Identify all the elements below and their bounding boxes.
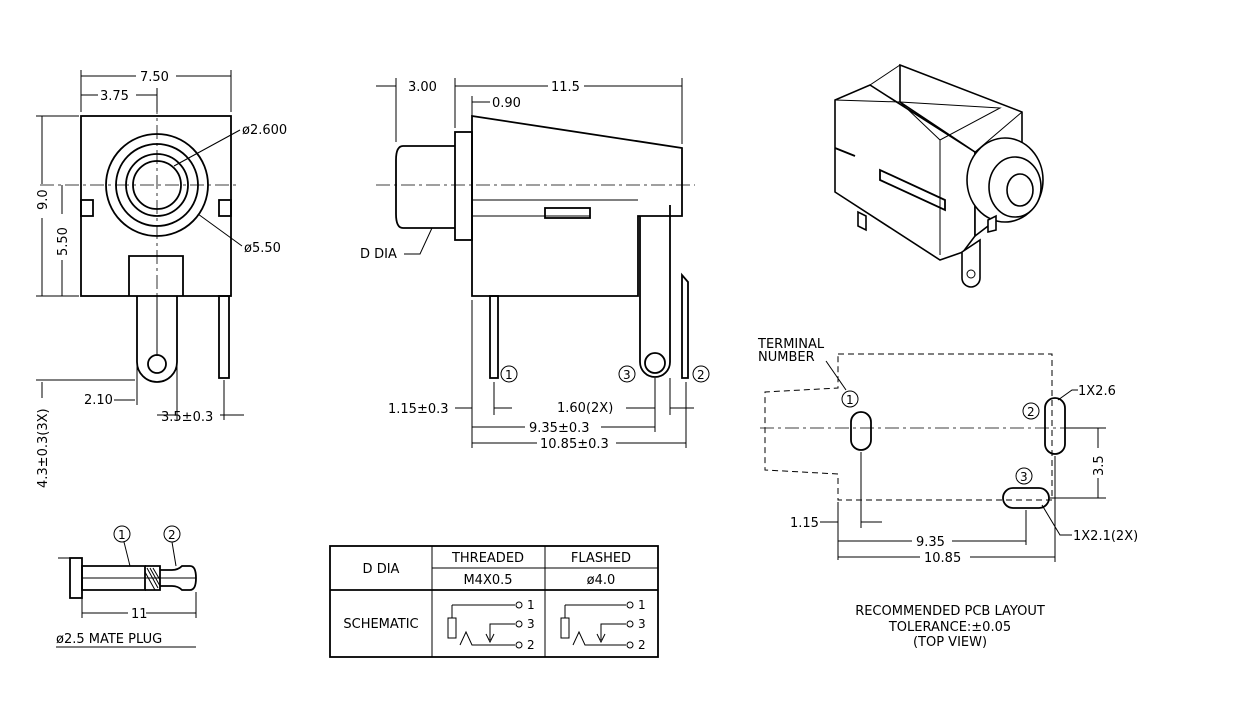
front-view: 7.50 3.75 9.0 5.50 ø2.600 ø5.50 4.3±0.3(… xyxy=(36,70,287,488)
pin-1 xyxy=(489,295,499,379)
plug-handle xyxy=(69,557,83,599)
iso-slot xyxy=(879,168,946,212)
pad-1 xyxy=(850,411,872,451)
mate-plug: 1 2 11 ø2.5 MATE PLUG xyxy=(56,525,197,648)
dim-inner-diameter: ø2.600 xyxy=(242,123,287,138)
dim-height: 9.0 xyxy=(36,189,51,210)
isometric-view xyxy=(834,63,1044,288)
dim-pin-length: 4.3±0.3(3X) xyxy=(36,408,51,488)
dim-side-pin2: 10.85±0.3 xyxy=(540,437,609,452)
terminal-tab-top xyxy=(128,255,184,296)
iso-top-recess xyxy=(898,101,1002,141)
dim-side-pin1-offset: 1.15±0.3 xyxy=(388,402,449,417)
pcb-terminal-1: 1 xyxy=(846,393,854,407)
table-flashed-value: ø4.0 xyxy=(587,573,616,588)
terminal-hole xyxy=(147,354,167,374)
terminal-label-2: NUMBER xyxy=(758,350,815,365)
dim-body-length: 11.5 xyxy=(551,80,580,95)
dim-outer-diameter: ø5.50 xyxy=(244,241,281,256)
side-flange xyxy=(454,131,473,241)
dim-pad-small: 1X2.1(2X) xyxy=(1073,529,1138,544)
side-view: 1 3 2 3.00 11.5 0.90 D DIA 1.15±0.3 1 xyxy=(360,78,710,452)
pcb-layout: 1 2 3 TERMINAL NUMBER 1X2.6 1X2.1(2X) 3.… xyxy=(757,337,1138,650)
dim-vertical-offset: 3.5 xyxy=(1092,455,1107,476)
dim-flange: 0.90 xyxy=(492,96,521,111)
sch-a-pin-2: 2 xyxy=(527,638,535,652)
dim-half-width: 3.75 xyxy=(100,89,129,104)
plug-label-2: 2 xyxy=(168,528,176,542)
pcb-terminal-3: 3 xyxy=(1020,470,1028,484)
dim-pin-offset: 2.10 xyxy=(84,393,113,408)
plug-label-1: 1 xyxy=(118,528,126,542)
table-schematic: SCHEMATIC xyxy=(343,617,418,632)
terminal-label-1: TERMINAL xyxy=(757,337,825,352)
dim-pad-large: 1X2.6 xyxy=(1078,384,1116,399)
side-terminal-3: 3 xyxy=(623,368,631,382)
pcb-caption-3: (TOP VIEW) xyxy=(913,635,987,650)
side-slot xyxy=(544,207,591,219)
front-body-outline xyxy=(80,115,232,297)
pad-2 xyxy=(1044,397,1066,455)
schematic-threaded: 1 3 2 xyxy=(447,598,535,652)
sch-b-pin-1: 1 xyxy=(638,598,646,612)
terminal-tab xyxy=(136,296,178,383)
sch-a-pin-1: 1 xyxy=(527,598,535,612)
dim-side-pin3: 9.35±0.3 xyxy=(529,421,590,436)
plug-caption: ø2.5 MATE PLUG xyxy=(56,632,162,647)
iso-barrel-bore xyxy=(1006,173,1034,207)
side-terminal-1: 1 xyxy=(505,368,513,382)
table-d-dia: D DIA xyxy=(363,562,400,577)
dim-pcb-pin2: 10.85 xyxy=(924,551,961,566)
dim-plug-length: 11 xyxy=(131,607,148,622)
dim-pcb-pin3: 9.35 xyxy=(916,535,945,550)
pin-2 xyxy=(681,272,689,379)
left-notch xyxy=(80,199,94,217)
table-col-threaded: THREADED xyxy=(451,551,524,566)
sch-b-pin-2: 2 xyxy=(638,638,646,652)
pad-3 xyxy=(1002,487,1050,509)
side-nose xyxy=(395,145,455,229)
right-pin xyxy=(218,295,230,379)
table-threaded-value: M4X0.5 xyxy=(463,573,512,588)
sch-a-pin-3: 3 xyxy=(527,617,535,631)
iso-terminal xyxy=(961,238,981,288)
spec-table: D DIA THREADED FLASHED M4X0.5 ø4.0 SCHEM… xyxy=(329,545,659,658)
dim-width: 7.50 xyxy=(140,70,169,85)
pcb-caption-2: TOLERANCE:±0.05 xyxy=(888,620,1011,635)
table-col-flashed: FLASHED xyxy=(571,551,631,566)
dim-center-height: 5.50 xyxy=(56,227,71,256)
side-body xyxy=(471,114,683,297)
table-frame xyxy=(329,545,659,658)
sch-b-pin-3: 3 xyxy=(638,617,646,631)
dim-pin-pitch: 3.5±0.3 xyxy=(161,410,213,425)
dim-front-length: 3.00 xyxy=(408,80,437,95)
d-dia-label: D DIA xyxy=(360,247,397,262)
side-terminal-2: 2 xyxy=(697,368,705,382)
iso-pin-right xyxy=(987,214,997,234)
iso-pin-left xyxy=(857,210,867,232)
plug-hatch xyxy=(144,567,161,591)
pin-3-tab xyxy=(639,205,671,378)
iso-slot-left xyxy=(834,147,856,157)
pcb-caption-1: RECOMMENDED PCB LAYOUT xyxy=(855,604,1045,619)
pin-3-hole xyxy=(644,352,666,374)
dim-pin-width: 1.60(2X) xyxy=(557,401,613,416)
dim-pcb-pin1-offset: 1.15 xyxy=(790,516,819,531)
right-notch xyxy=(218,199,232,217)
schematic-flashed: 1 3 2 xyxy=(560,598,646,652)
pcb-terminal-2: 2 xyxy=(1027,405,1035,419)
pcb-outline xyxy=(764,353,1053,501)
